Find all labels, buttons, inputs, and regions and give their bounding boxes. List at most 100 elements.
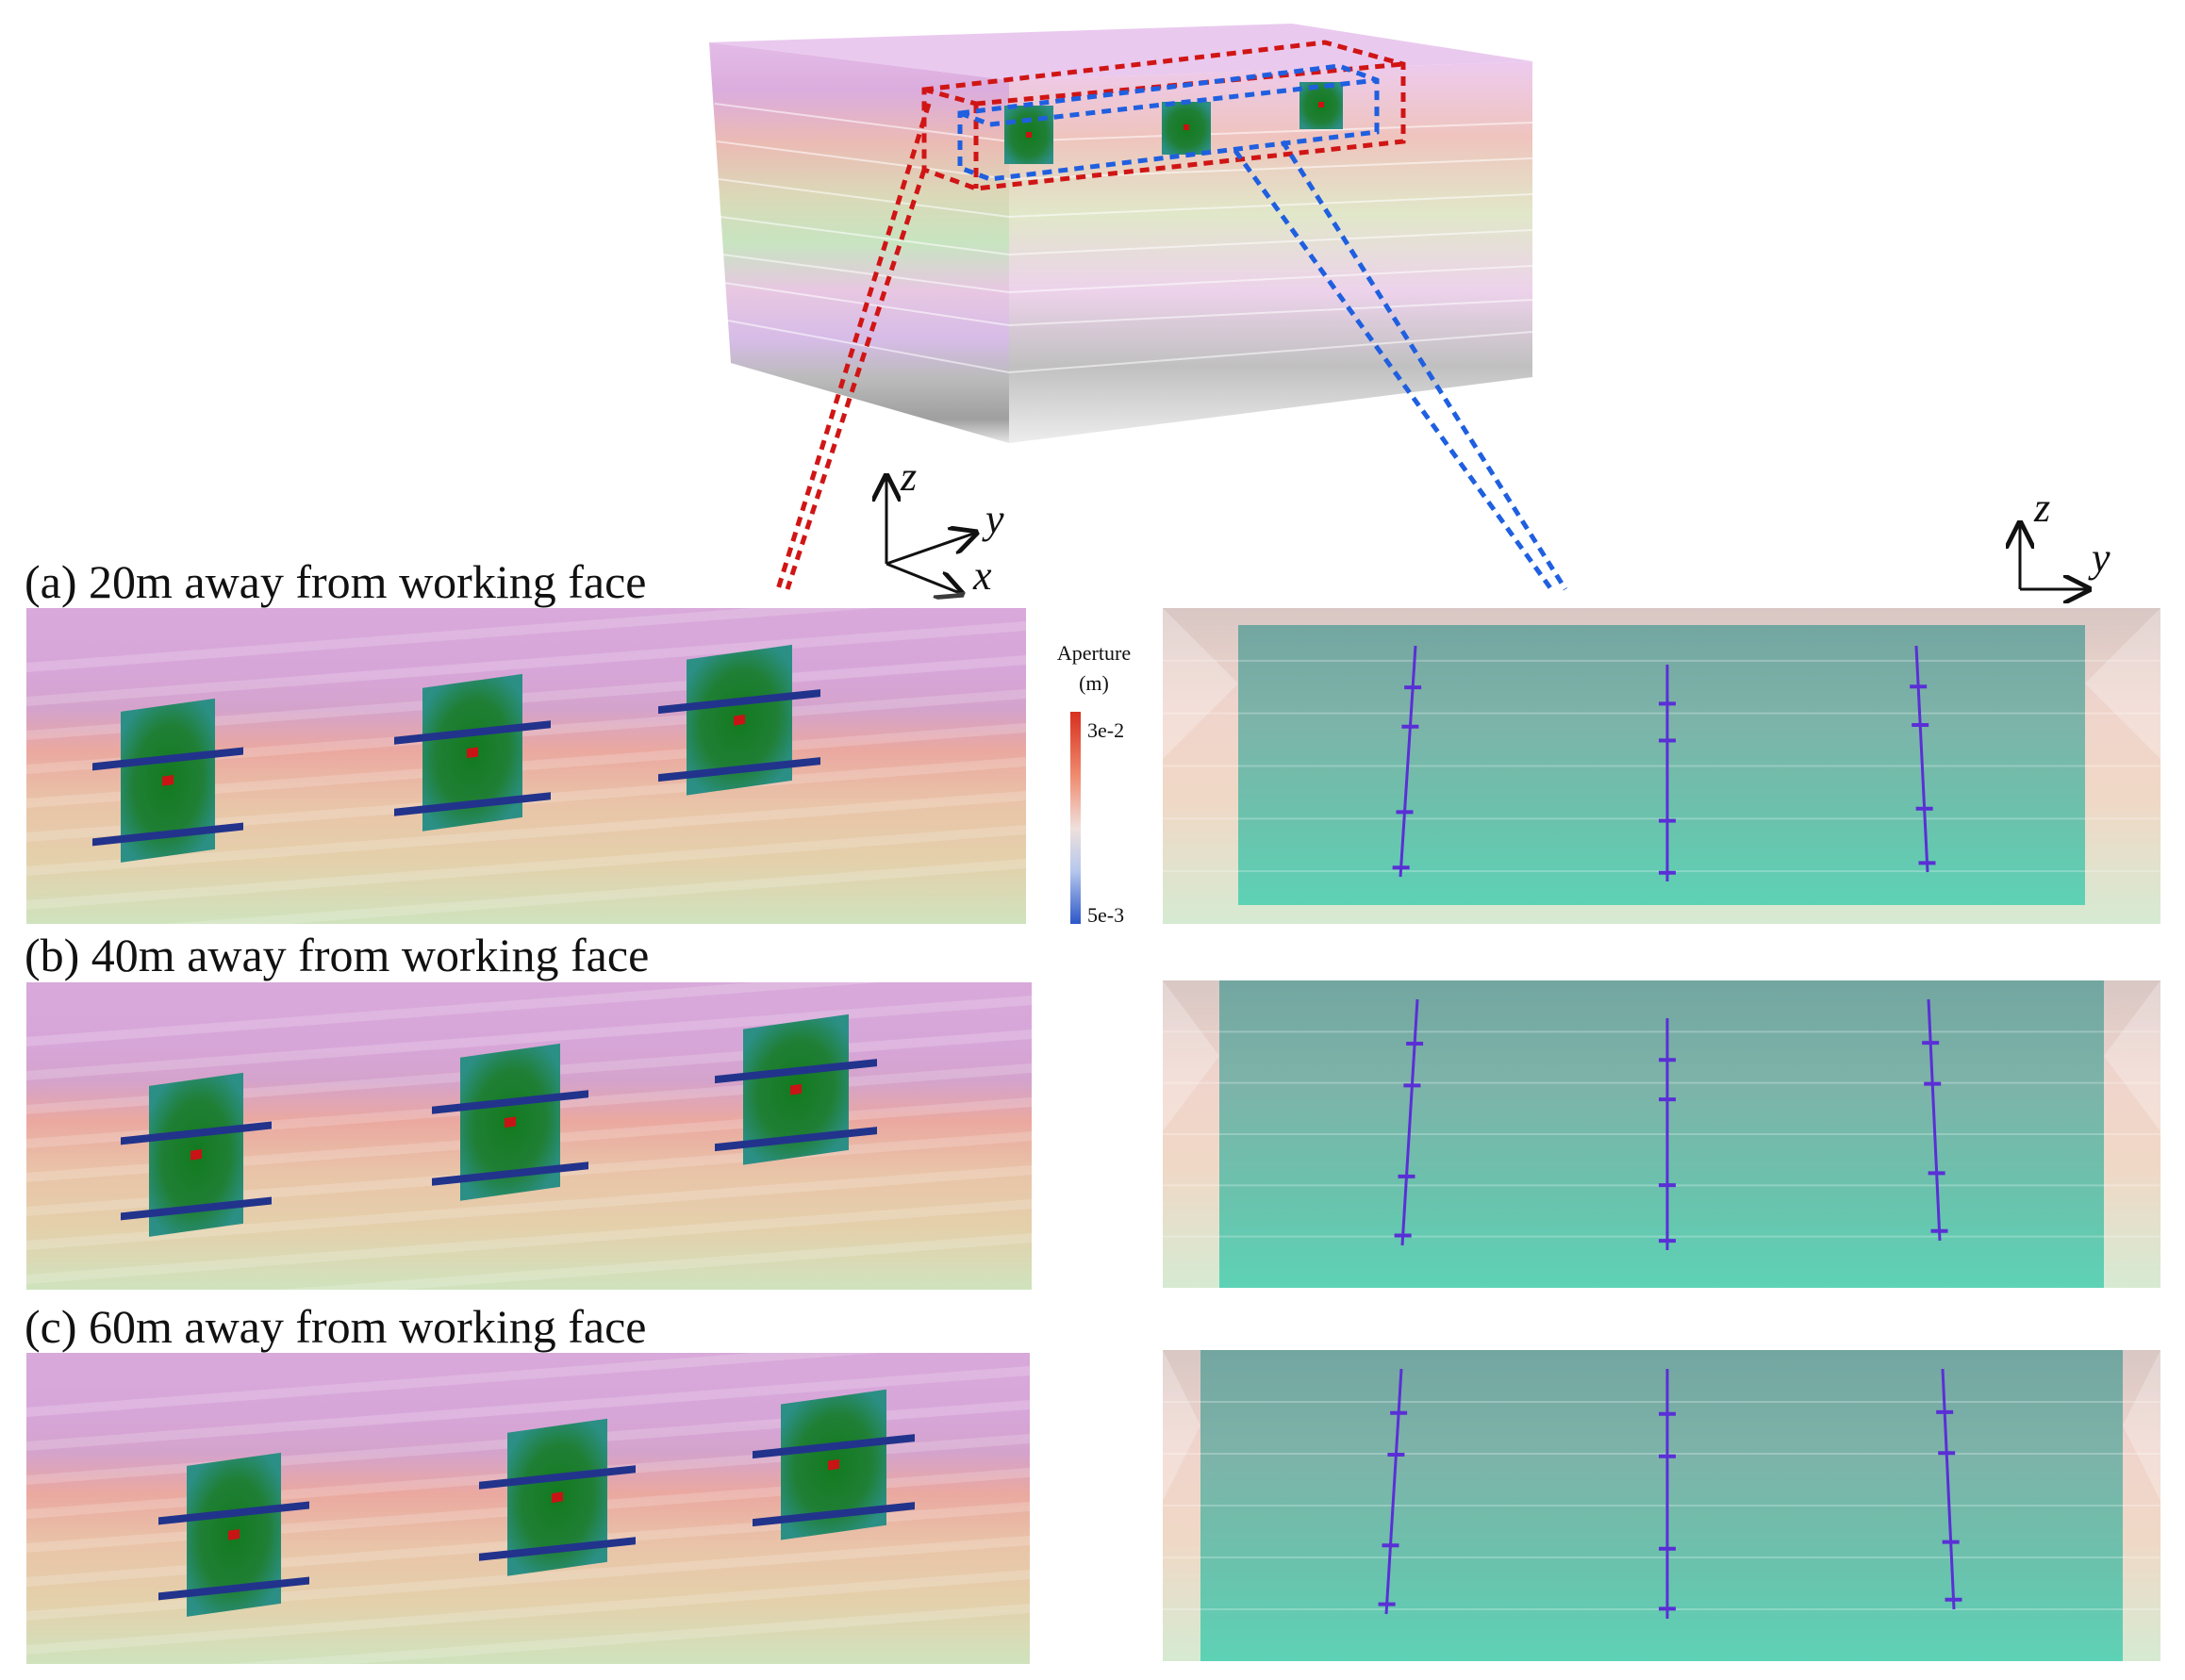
section-side-shade-right <box>2085 608 2160 759</box>
fracture-peak-marker <box>162 775 174 786</box>
fracture-1 <box>158 1452 309 1617</box>
fracture-bar-upper <box>92 747 243 771</box>
fracture-peak-marker <box>734 714 745 726</box>
fracture-trace-3 <box>1910 645 1936 873</box>
fracture-bar-upper <box>158 1501 309 1525</box>
section-panel-1 <box>1163 608 2160 924</box>
perspective-panels <box>26 587 1032 1680</box>
perspective-layer-band <box>26 587 1026 672</box>
fracture-3 <box>753 1389 915 1540</box>
fracture-trace-1 <box>1378 1368 1408 1615</box>
colorbar-max-label: 3e-2 <box>1087 718 1124 742</box>
section-panels <box>1163 608 2160 1661</box>
model-fracture-1 <box>1004 106 1053 164</box>
model-3d-block <box>709 24 1568 591</box>
caption-panel-c: (c) 60m away from working face <box>25 1300 647 1353</box>
fracture-trace-1 <box>1394 998 1424 1246</box>
fracture-bar-upper <box>479 1465 636 1490</box>
fracture-1 <box>92 698 243 863</box>
perspective-layer-band <box>26 825 1026 910</box>
fracture-trace-1 <box>1392 645 1422 878</box>
fracture-trace-3 <box>1936 1368 1962 1610</box>
perspective-layer-band <box>26 1233 1032 1318</box>
fracture-bar-upper <box>394 720 551 745</box>
colorbar-title: Aperture <box>1057 641 1131 665</box>
aperture-colorbar: Aperture (m) 3e-2 5e-3 <box>1057 641 1131 927</box>
section-side-shade-right <box>2104 980 2160 1131</box>
model-fracture-3 <box>1299 82 1343 129</box>
block-front-face <box>709 42 1009 443</box>
block-side-face <box>1009 61 1532 443</box>
axes-triad-3d <box>886 476 976 594</box>
fracture-peak-marker <box>552 1491 563 1504</box>
fracture-bar-upper <box>715 1059 877 1084</box>
axis-label-z-2d: z <box>2033 485 2050 531</box>
axis-label-x-3d: x <box>972 552 992 599</box>
fracture-trace-line <box>1941 1368 1956 1610</box>
caption-panel-b: (b) 40m away from working face <box>25 929 650 981</box>
fracture-peak-marker <box>505 1116 516 1128</box>
fracture-trace-line <box>1384 1368 1403 1615</box>
fracture-peak-marker <box>790 1083 802 1095</box>
axis-label-z-3d: z <box>900 453 917 500</box>
fracture-bar-upper <box>658 689 820 715</box>
fracture-bar-lower <box>121 1196 272 1221</box>
section-panel-2 <box>1163 980 2160 1288</box>
fracture-bar-lower <box>432 1161 588 1186</box>
fracture-trace-3 <box>1922 998 1948 1242</box>
blue-dashed-box <box>957 63 1380 182</box>
axis-label-y-3d: y <box>982 496 1004 542</box>
perspective-panel-3 <box>26 1332 1030 1680</box>
fracture-trace-2 <box>1659 665 1676 881</box>
fracture-peak-marker <box>228 1529 240 1540</box>
red-leader-line <box>775 103 932 590</box>
fracture-1 <box>121 1072 272 1237</box>
perspective-layer-band <box>26 1199 1032 1284</box>
fracture-peak-marker <box>828 1458 839 1471</box>
fracture-2 <box>394 673 551 832</box>
fracture-trace-line <box>1400 998 1419 1246</box>
caption-panel-a: (a) 20m away from working face <box>25 555 647 608</box>
perspective-layer-band <box>26 962 1032 1046</box>
fracture-bar-upper <box>753 1434 915 1459</box>
fracture-bar-lower <box>158 1576 309 1601</box>
colorbar-gradient <box>1070 712 1081 924</box>
fracture-bar-lower <box>753 1502 915 1527</box>
fracture-bar-lower <box>658 757 820 782</box>
fracture-trace-line <box>1399 645 1417 878</box>
fracture-trace-line <box>1914 645 1929 873</box>
fracture-trace-2 <box>1659 1369 1676 1619</box>
perspective-layer-band <box>26 791 1026 876</box>
perspective-layer-band <box>26 1570 1030 1655</box>
fracture-peak-marker <box>467 747 478 759</box>
perspective-panel-2 <box>26 962 1032 1318</box>
section-side-shade-left <box>1163 608 1238 759</box>
fracture-3 <box>658 644 820 796</box>
model-fracture-2 <box>1162 102 1211 155</box>
fracture-trace-2 <box>1659 1018 1676 1250</box>
colorbar-min-label: 5e-3 <box>1087 903 1124 927</box>
fracture-bar-upper <box>121 1121 272 1145</box>
section-side-shade-left <box>1163 980 1219 1131</box>
perspective-layer-band <box>26 1604 1030 1680</box>
blue-leader-line <box>1233 140 1568 591</box>
section-panel-3 <box>1163 1350 2160 1661</box>
fracture-bar-lower <box>715 1127 877 1152</box>
fracture-bar-upper <box>432 1090 588 1114</box>
fracture-peak-marker <box>190 1149 202 1161</box>
perspective-panel-1 <box>26 587 1026 944</box>
perspective-layer-band <box>26 996 1032 1080</box>
fracture-bar-lower <box>394 792 551 816</box>
perspective-layer-band <box>26 1366 1030 1451</box>
fracture-bar-lower <box>92 822 243 847</box>
colorbar-unit: (m) <box>1079 671 1109 695</box>
section-rock-body <box>1219 980 2104 1288</box>
axes-triad-2d <box>2020 523 2089 589</box>
perspective-layer-band <box>26 859 1026 944</box>
fracture-2 <box>479 1418 636 1576</box>
perspective-layer-band <box>26 621 1026 706</box>
fracture-3 <box>715 1013 877 1165</box>
section-side-shade-left <box>1163 1350 1200 1501</box>
perspective-layer-band <box>26 1165 1032 1250</box>
